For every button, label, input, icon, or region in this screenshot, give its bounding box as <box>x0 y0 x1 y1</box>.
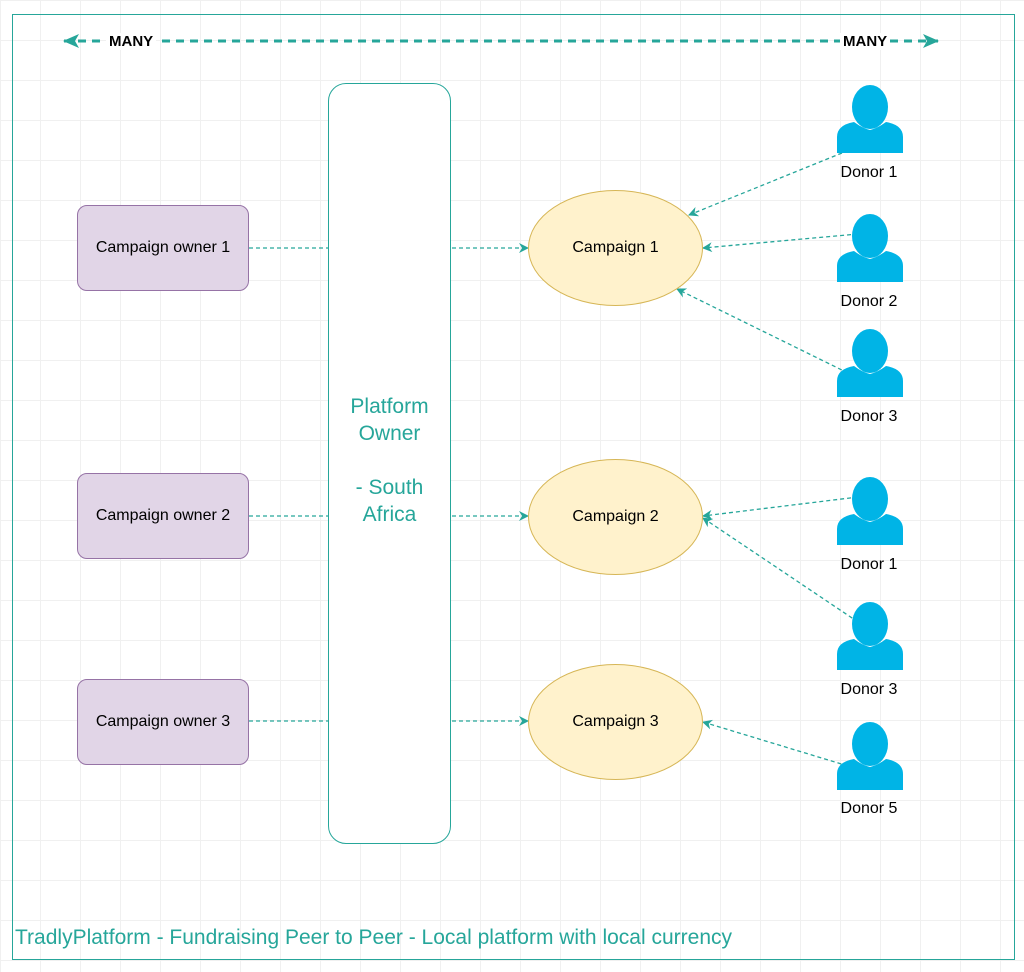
donor-label: Donor 2 <box>840 293 898 310</box>
donor-label: Donor 5 <box>840 800 898 817</box>
campaign-ellipse: Campaign 1 <box>528 190 703 306</box>
user-icon <box>837 214 903 282</box>
campaign-owner-label: Campaign owner 2 <box>95 507 231 524</box>
campaign-label: Campaign 3 <box>572 713 659 730</box>
platform-owner-label: Platform Owner - South Africa <box>350 395 429 526</box>
user-icon <box>837 602 903 670</box>
diagram-caption: TradlyPlatform - Fundraising Peer to Pee… <box>15 926 732 949</box>
donor-arrow <box>702 719 849 767</box>
many-label-right: MANY <box>840 33 891 50</box>
campaign-label: Campaign 2 <box>572 508 659 525</box>
campaign-ellipse: Campaign 2 <box>528 459 703 575</box>
many-label-left: MANY <box>106 33 157 50</box>
donor-label: Donor 1 <box>840 556 898 573</box>
campaign-owner-label: Campaign owner 1 <box>95 239 231 256</box>
campaign-owner-box: Campaign owner 3 <box>77 679 249 765</box>
donor-arrow <box>702 233 859 253</box>
campaign-owner-box: Campaign owner 1 <box>77 205 249 291</box>
user-icon <box>837 722 903 790</box>
campaign-owner-box: Campaign owner 2 <box>77 473 249 559</box>
donor-arrow <box>702 517 859 623</box>
donor-label: Donor 3 <box>840 681 898 698</box>
platform-owner-box <box>328 83 451 844</box>
campaign-ellipse: Campaign 3 <box>528 664 703 780</box>
donor-label: Donor 3 <box>840 408 898 425</box>
campaign-label: Campaign 1 <box>572 239 659 256</box>
user-icon <box>837 477 903 545</box>
donor-arrow <box>676 288 849 374</box>
diagram-frame <box>12 14 1015 960</box>
donor-arrow <box>688 152 843 217</box>
campaign-owner-label: Campaign owner 3 <box>95 713 231 730</box>
user-icon <box>837 329 903 397</box>
donor-icon-group <box>837 85 903 790</box>
user-icon <box>837 85 903 153</box>
donor-label: Donor 1 <box>840 164 898 181</box>
donor-arrow <box>702 496 859 520</box>
